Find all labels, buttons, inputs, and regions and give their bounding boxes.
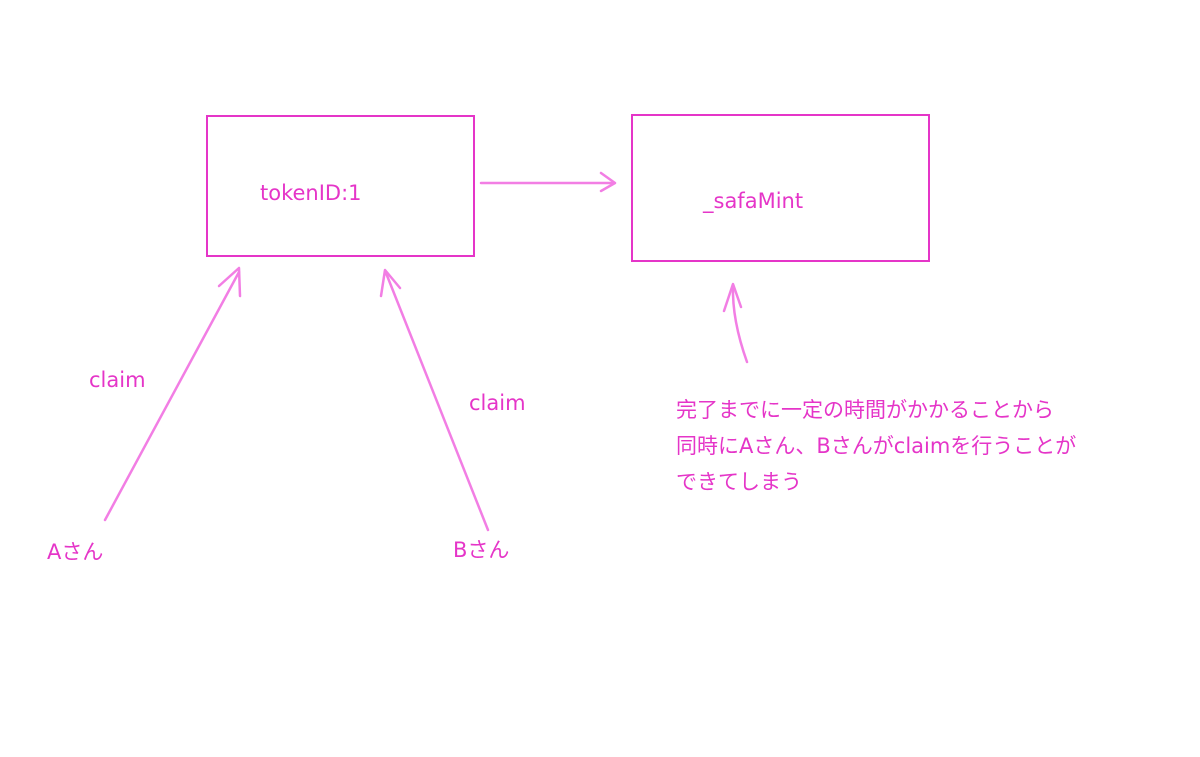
b-claim-label: claim [469,391,526,415]
mint-box-label: _safaMint [703,189,804,213]
token-box: tokenID:1 [206,115,475,257]
b-claim-arrow [379,268,490,532]
token-box-label: tokenID:1 [260,181,362,205]
mint-box: _safaMint [631,114,930,262]
note-line: 同時にAさん、Bさんがclaimを行うことが [676,434,1077,458]
actor-b-label: Bさん [453,538,510,562]
token-to-mint-arrow [479,171,617,193]
actor-a-label: Aさん [47,540,104,564]
a-claim-label: claim [89,368,146,392]
race-condition-note: 完了までに一定の時間がかかることから 同時にAさん、Bさんがclaimを行うこと… [676,392,1076,500]
note-line: できてしまう [676,470,802,494]
note-pointer-arrow [722,282,749,364]
a-claim-arrow [103,266,242,522]
note-line: 完了までに一定の時間がかかることから [676,398,1054,422]
